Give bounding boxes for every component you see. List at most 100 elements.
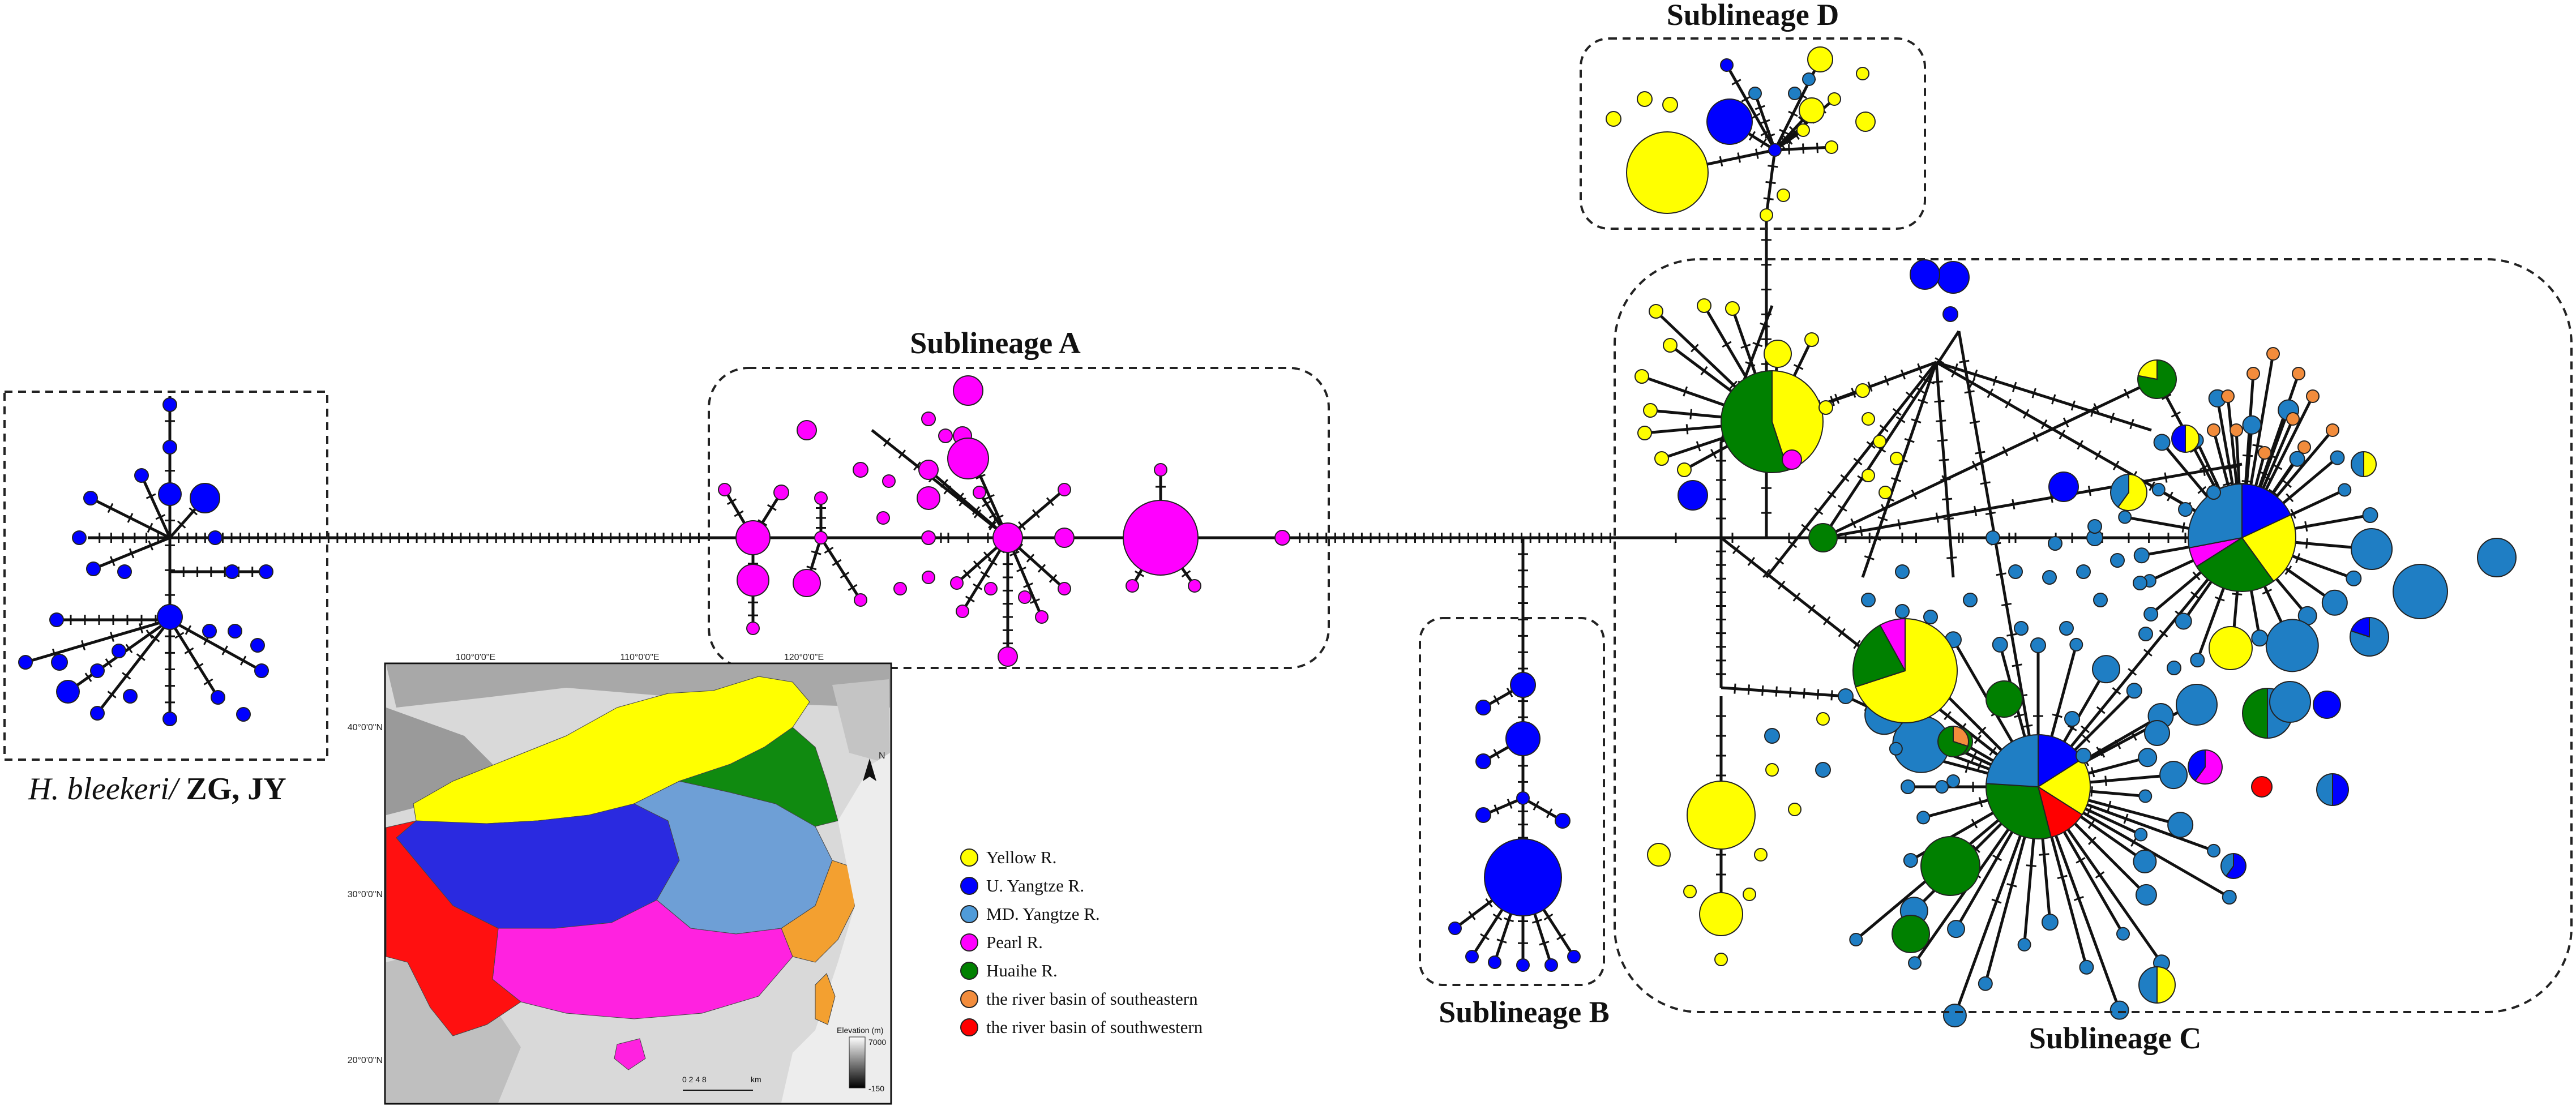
mutation-tick: [1710, 449, 1717, 459]
mutation-tick: [1881, 504, 1887, 514]
haplotype-node: [1838, 688, 1854, 704]
mutation-tick: [2197, 486, 2207, 494]
mutation-tick: [2260, 471, 2271, 477]
mutation-tick: [1546, 808, 1553, 818]
mutation-tick: [2112, 460, 2120, 470]
haplotype-node: [2338, 483, 2352, 497]
mutation-tick: [2230, 465, 2240, 469]
haplotype-node: [1862, 469, 1875, 482]
mutation-tick: [2262, 588, 2273, 595]
haplotype-node: [1510, 672, 1536, 698]
haplotype-node: [1475, 753, 1491, 769]
haplotype-node: [1828, 92, 1841, 106]
mutation-tick: [2077, 440, 2083, 450]
legend-item-label: the river basin of southeastern: [986, 989, 1198, 1009]
haplotype-node: [2059, 621, 2074, 636]
mutation-tick: [1745, 361, 1756, 367]
mutation-tick: [2052, 713, 2062, 718]
mutation-tick: [973, 509, 982, 518]
mutation-tick: [2130, 837, 2137, 847]
haplotype-node: [998, 646, 1018, 667]
mutation-tick: [734, 510, 744, 517]
haplotype-node: [1683, 885, 1697, 898]
outgroup-species: H. bleekeri/: [28, 772, 181, 807]
haplotype-node: [112, 644, 126, 658]
mutation-tick: [189, 507, 198, 516]
haplotype-node: [1825, 140, 1838, 154]
mutation-tick: [987, 559, 998, 566]
haplotype-node: [18, 655, 33, 670]
mutation-tick: [2115, 739, 2121, 749]
legend-swatch: [960, 990, 978, 1008]
mutation-tick: [2087, 819, 2095, 829]
haplotype-node: [83, 491, 98, 505]
haplotype-node: [2133, 849, 2157, 873]
haplotype-node: [2133, 547, 2150, 564]
haplotype-node: [117, 564, 132, 579]
mutation-tick: [1867, 382, 1873, 392]
mutation-tick: [2284, 565, 2292, 575]
outgroup-label: H. bleekeri/ ZG, JY: [28, 772, 286, 807]
mutation-tick: [989, 521, 997, 530]
haplotype-node: [1916, 811, 1931, 825]
haplotype-node: [2048, 536, 2062, 551]
mutation-tick: [1871, 535, 1881, 541]
mutation-tick: [2222, 482, 2233, 486]
network-edge: [1957, 331, 2040, 787]
mutation-tick: [1827, 491, 1837, 499]
haplotype-node: [737, 564, 769, 597]
mutation-tick: [1935, 512, 1939, 523]
mutation-tick: [1496, 938, 1507, 944]
haplotype-pie-slice: [2241, 514, 2296, 582]
mutation-tick: [2295, 552, 2301, 563]
mutation-tick: [726, 498, 737, 505]
sublineage-c-label: Sublineage C: [2029, 1021, 2202, 1055]
haplotype-node: [1890, 452, 1903, 465]
haplotype-node: [1505, 721, 1541, 756]
mutation-tick: [1974, 505, 1978, 516]
inset-map: 100°0'0"E 110°0'0"E 120°0'0"E 40°0'0"N 3…: [348, 653, 892, 1105]
haplotype-node: [797, 420, 817, 440]
network-edge: [1861, 362, 1938, 578]
mutation-tick: [1853, 640, 1861, 649]
legend-item-label: U. Yangtze R.: [986, 876, 1084, 895]
haplotype-pie-slice: [2194, 749, 2223, 785]
haplotype-node: [1637, 426, 1652, 440]
mutation-tick: [1762, 568, 1770, 578]
mutation-tick: [146, 493, 156, 499]
mutation-tick: [980, 571, 990, 578]
mutation-tick: [983, 551, 992, 560]
mutation-tick: [1760, 130, 1770, 136]
haplotype-node: [1856, 67, 1869, 80]
mutation-tick: [109, 556, 115, 567]
mutation-tick: [767, 504, 777, 511]
haplotype-node: [973, 486, 986, 499]
mutation-tick: [1884, 375, 1889, 386]
haplotype-node: [2118, 510, 2132, 524]
mutation-tick: [1974, 735, 1982, 744]
haplotype-node: [2109, 1000, 2129, 1020]
mutation-tick: [1683, 386, 1688, 397]
legend-swatch: [960, 1018, 978, 1036]
mutation-tick: [1485, 898, 1493, 908]
haplotype-node: [2076, 748, 2091, 764]
mutation-tick: [2057, 875, 2068, 880]
sublineage-a-box: [708, 367, 1330, 669]
haplotype-node: [49, 612, 64, 627]
mutation-tick: [1911, 418, 1922, 423]
mutation-tick: [1895, 416, 1906, 423]
haplotype-node: [1782, 449, 1802, 470]
mutation-tick: [2031, 388, 2036, 398]
haplotype-node: [202, 624, 217, 638]
haplotype-node: [1154, 463, 1167, 477]
haplotype-node: [1937, 261, 1970, 294]
haplotype-node: [1637, 91, 1653, 107]
haplotype-node: [1634, 369, 1649, 384]
legend-swatch: [960, 905, 978, 923]
haplotype-node: [1760, 208, 1773, 222]
mutation-tick: [1917, 363, 1923, 374]
haplotype-node: [1855, 112, 1876, 132]
network-edge: [1721, 686, 1846, 698]
mutation-tick: [2283, 480, 2292, 488]
haplotype-node: [1725, 301, 1740, 316]
